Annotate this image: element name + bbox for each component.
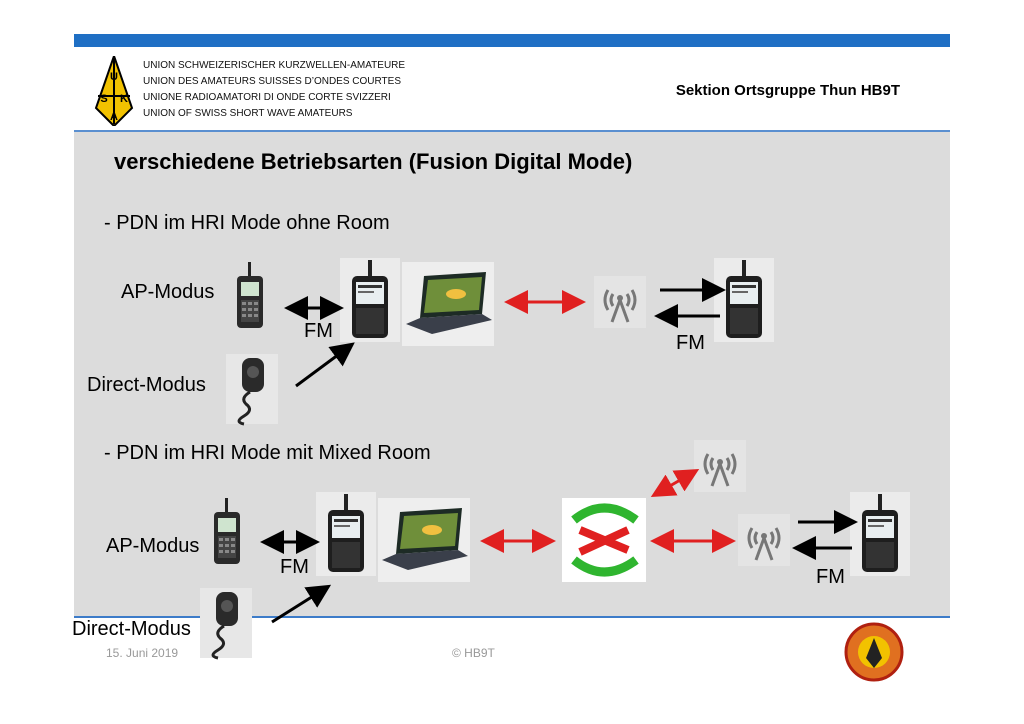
section1-direct-label: Direct-Modus bbox=[87, 374, 206, 396]
header-bar bbox=[74, 34, 950, 47]
footer-divider bbox=[74, 616, 950, 618]
section1-fm-right: FM bbox=[676, 332, 705, 354]
uska-logo-icon: U S K A bbox=[94, 56, 134, 126]
union-line-en: UNION OF SWISS SHORT WAVE AMATEURS bbox=[143, 108, 353, 119]
section2-direct-label: Direct-Modus bbox=[72, 618, 191, 640]
slide-title: verschiedene Betriebsarten (Fusion Digit… bbox=[114, 149, 633, 174]
svg-text:K: K bbox=[120, 93, 128, 105]
footer-date: 15. Juni 2019 bbox=[106, 646, 179, 660]
hb9t-badge-icon bbox=[844, 622, 904, 682]
section2-heading: - PDN im HRI Mode mit Mixed Room bbox=[104, 442, 431, 464]
section2-fm-left: FM bbox=[280, 556, 309, 578]
header-divider bbox=[74, 130, 950, 132]
svg-text:A: A bbox=[110, 111, 118, 123]
union-line-it: UNIONE RADIOAMATORI DI ONDE CORTE SVIZZE… bbox=[143, 92, 391, 103]
svg-text:S: S bbox=[100, 93, 107, 105]
section1-ap-label: AP-Modus bbox=[121, 281, 215, 303]
section2-ap-label: AP-Modus bbox=[106, 535, 200, 557]
section1-fm-left: FM bbox=[304, 320, 333, 342]
section1-heading: - PDN im HRI Mode ohne Room bbox=[104, 212, 390, 234]
svg-text:U: U bbox=[110, 71, 118, 83]
section-title: Sektion Ortsgruppe Thun HB9T bbox=[675, 82, 900, 99]
union-line-fr: UNION DES AMATEURS SUISSES D’ONDES COURT… bbox=[143, 76, 402, 87]
section2-fm-right: FM bbox=[816, 566, 845, 588]
footer-copyright: © HB9T bbox=[452, 646, 495, 660]
union-line-de: UNION SCHWEIZERISCHER KURZWELLEN-AMATEUR… bbox=[143, 60, 406, 71]
